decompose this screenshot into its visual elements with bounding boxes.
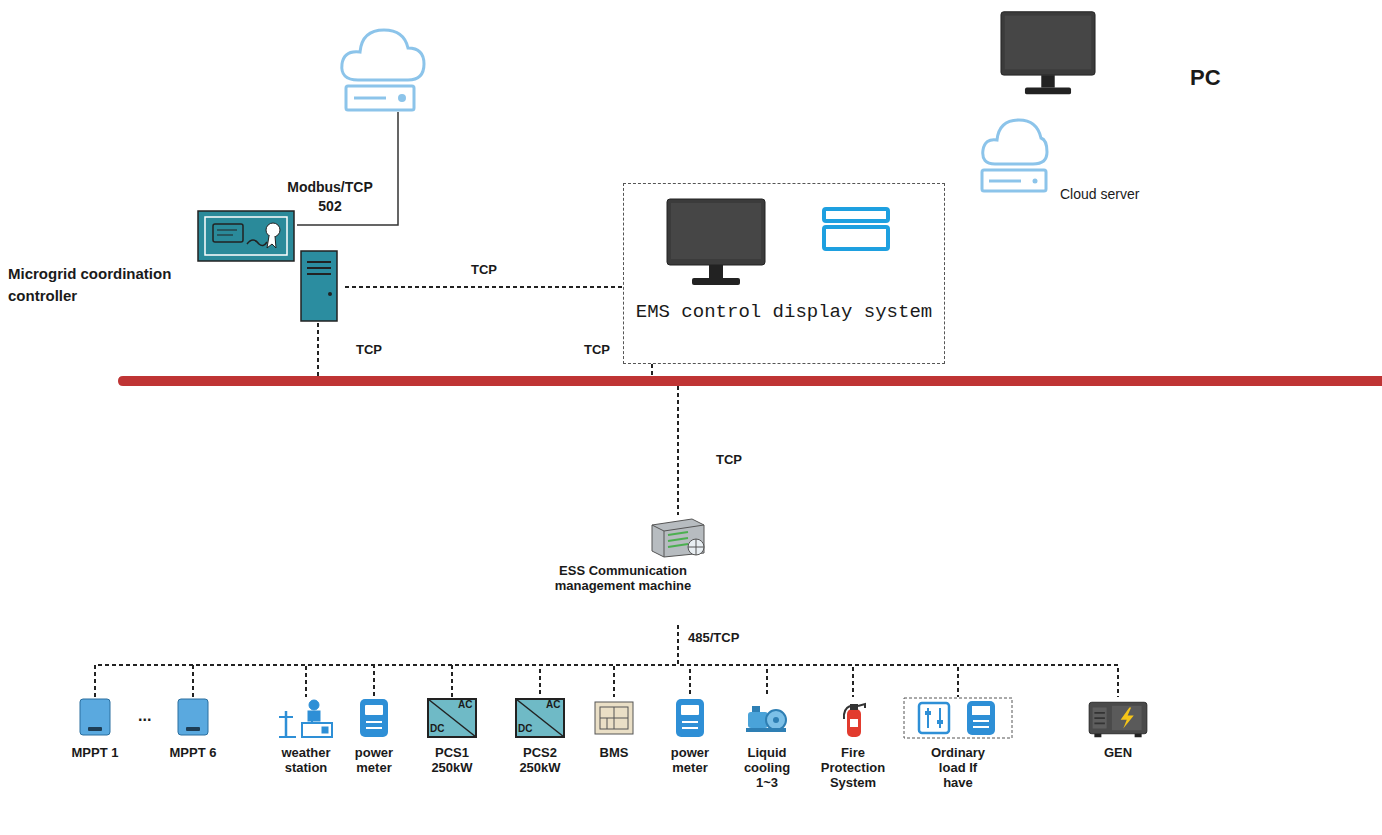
device-label: weather station	[274, 745, 338, 775]
dashed-link	[678, 625, 1118, 697]
dashed-link	[678, 625, 958, 697]
power-meter: power meter	[664, 697, 716, 775]
dashed-link	[678, 625, 853, 697]
dashed-link	[614, 625, 678, 697]
protocol-label: TCP	[469, 262, 499, 278]
dashed-link	[678, 625, 767, 697]
cloud-icon	[979, 112, 1049, 194]
mon-icon	[1000, 10, 1096, 98]
protocol-label: 485/TCP	[688, 630, 739, 646]
bms-icon	[594, 697, 634, 739]
device-label: GEN	[1082, 745, 1154, 760]
device-label: MPPT 1	[63, 745, 127, 760]
node-label: Microgrid coordination controller	[8, 263, 204, 307]
device-label: PCS1 250kW	[417, 745, 487, 775]
node-label: EMS control display system	[634, 300, 934, 325]
mppt-icon	[175, 697, 211, 739]
dashed-link	[95, 625, 678, 697]
fire-icon	[838, 697, 868, 739]
panel-icon	[821, 206, 891, 252]
bus-bar	[118, 376, 1382, 386]
pcs-converter: PCS2 250kW	[504, 697, 576, 775]
node-label: ESS Communication management machine	[548, 563, 698, 593]
generator: GEN	[1082, 697, 1154, 760]
protocol-label: Modbus/TCP 502	[280, 178, 380, 216]
ordinary-load: Ordinary load If have	[902, 697, 1014, 790]
device-label: PCS2 250kW	[505, 745, 575, 775]
cloud-wire	[297, 112, 398, 225]
device-label: Ordinary load If have	[927, 745, 989, 790]
liquid-cooling: Liquid cooling 1~3	[732, 697, 802, 790]
meter-icon	[359, 697, 389, 739]
bms-unit: BMS	[588, 697, 640, 760]
tower-icon	[300, 250, 338, 322]
device-label: BMS	[588, 745, 640, 760]
device-label: Fire Protection System	[813, 745, 893, 790]
device-label: power meter	[664, 745, 716, 775]
load-icon	[903, 697, 1013, 739]
cert-icon	[197, 210, 295, 262]
power-meter: power meter	[348, 697, 400, 775]
pcs-converter: PCS1 250kW	[416, 697, 488, 775]
ems-display-box: EMS control display system	[623, 183, 945, 364]
protocol-label: TCP	[356, 342, 382, 358]
node-label: Cloud server	[1060, 186, 1210, 203]
dashed-link	[452, 625, 678, 697]
pc-node: PC	[990, 5, 1240, 105]
mppt-icon	[77, 697, 113, 739]
mon-icon	[666, 198, 766, 288]
dashed-link	[193, 625, 678, 697]
dashed-link	[540, 625, 678, 697]
ellipsis: ...	[138, 708, 151, 724]
mppt-device: MPPT 6	[161, 697, 225, 760]
cloud-server-node: Cloud server	[975, 108, 1225, 207]
weather-station: weather station	[274, 697, 338, 775]
device-label: Liquid cooling 1~3	[732, 745, 802, 790]
dashed-link	[345, 286, 623, 288]
gen-icon	[1083, 697, 1153, 739]
meter-icon	[675, 697, 705, 739]
ac-mark: AC	[546, 699, 560, 711]
controller-node: Microgrid coordination controller	[5, 205, 345, 325]
dc-mark: DC	[430, 723, 444, 735]
bus-drops	[318, 323, 678, 515]
device-label: power meter	[348, 745, 400, 775]
weather-icon	[276, 697, 336, 739]
ess-manager-node: ESS Communication management machine	[548, 515, 718, 625]
ac-mark: AC	[458, 699, 472, 711]
dashed-link	[306, 625, 678, 697]
device-label: MPPT 6	[161, 745, 225, 760]
protocol-label: TCP	[716, 452, 742, 468]
fire-protection: Fire Protection System	[813, 697, 893, 790]
node-label: PC	[1190, 65, 1235, 91]
mppt-device: MPPT 1	[63, 697, 127, 760]
ess-icon	[648, 515, 708, 559]
cool-icon	[744, 697, 790, 739]
cloud-server-icon	[342, 30, 424, 110]
protocol-label: TCP	[584, 342, 610, 358]
dashed-link	[374, 625, 678, 697]
dc-mark: DC	[518, 723, 532, 735]
